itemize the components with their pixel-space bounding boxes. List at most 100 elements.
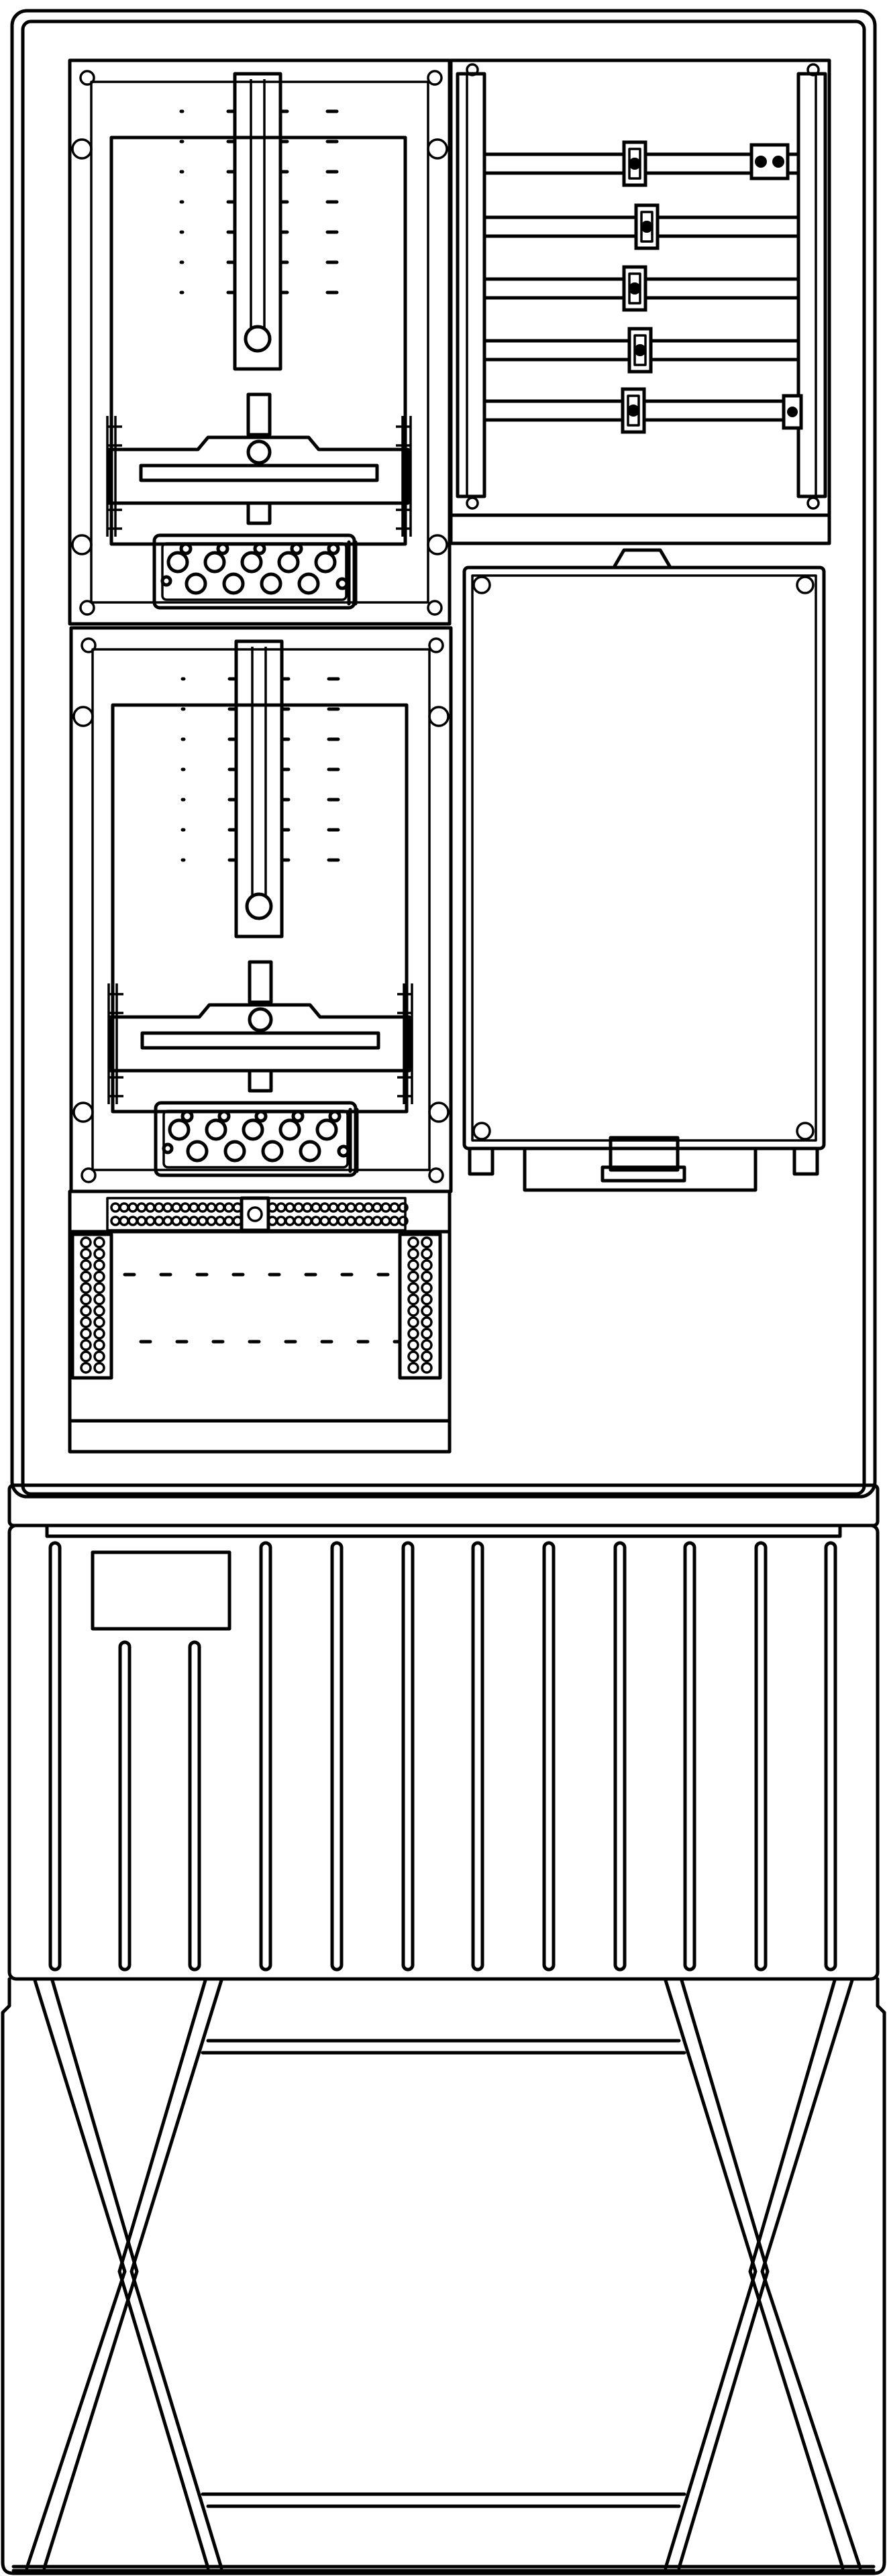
terminal-screw <box>290 542 303 555</box>
vent-slot <box>48 1541 62 1972</box>
strip-terminal <box>328 1216 339 1226</box>
strip-terminal <box>284 1202 295 1213</box>
strip-terminal <box>110 1216 121 1226</box>
strip-terminal <box>311 1216 321 1226</box>
strip-terminal <box>398 1216 409 1226</box>
side-terminal <box>93 1316 105 1328</box>
housing-upper <box>10 9 877 1499</box>
busbar-screw <box>787 407 798 417</box>
side-terminal <box>407 1350 419 1362</box>
strip-terminal <box>206 1202 217 1213</box>
strip-terminal <box>136 1202 147 1213</box>
side-terminal <box>93 1282 105 1294</box>
side-terminal <box>80 1362 92 1374</box>
strip-terminal <box>319 1202 330 1213</box>
side-terminal <box>421 1282 433 1294</box>
terminal-screw <box>180 1110 194 1123</box>
side-terminal <box>421 1248 433 1260</box>
side-terminal <box>93 1350 105 1362</box>
side-terminal <box>421 1328 433 1340</box>
meter-panel-upper <box>68 58 452 626</box>
side-terminal <box>93 1248 105 1260</box>
vent-slot <box>754 1541 768 1972</box>
vent-slot <box>118 1640 132 1972</box>
vent-slot <box>683 1541 696 1972</box>
side-terminal <box>80 1350 92 1362</box>
side-terminal <box>407 1293 419 1305</box>
strip-terminal <box>337 1216 348 1226</box>
vent-slot <box>259 1541 272 1972</box>
terminal-strip-panel <box>68 1189 452 1454</box>
strip-terminal <box>328 1202 339 1213</box>
busbar-panel <box>449 58 831 545</box>
side-terminal <box>80 1259 92 1271</box>
busbar-screw <box>629 282 641 294</box>
terminal-hole <box>260 572 282 595</box>
side-terminal <box>93 1271 105 1283</box>
strip-terminal <box>171 1216 182 1226</box>
terminal-hole <box>240 551 263 574</box>
side-terminal <box>93 1293 105 1305</box>
strip-terminal <box>145 1216 156 1226</box>
strip-terminal <box>398 1202 409 1213</box>
plinth <box>1 1977 886 2575</box>
busbar-screw <box>755 156 767 168</box>
strip-terminal <box>162 1202 173 1213</box>
terminal-hole <box>186 1140 209 1163</box>
strip-terminal <box>319 1216 330 1226</box>
side-terminal <box>93 1259 105 1271</box>
side-terminal <box>407 1328 419 1340</box>
strip-terminal <box>189 1216 199 1226</box>
terminal-hole <box>166 551 189 574</box>
terminal-hole <box>278 1118 301 1141</box>
strip-terminal <box>206 1216 217 1226</box>
strip-terminal <box>363 1216 374 1226</box>
strip-terminal <box>389 1202 400 1213</box>
strip-terminal <box>119 1202 129 1213</box>
strip-terminal <box>180 1216 191 1226</box>
terminal-screw <box>160 575 172 587</box>
terminal-hole <box>277 551 300 574</box>
terminal-hole <box>261 1140 284 1163</box>
strip-terminal <box>223 1202 234 1213</box>
busbar-screw <box>627 405 639 417</box>
terminal-hole <box>242 1118 264 1141</box>
meter-panel-lower <box>69 626 453 1193</box>
strip-terminal <box>337 1202 348 1213</box>
strip-terminal <box>215 1216 225 1226</box>
side-terminal <box>421 1362 433 1374</box>
terminal-hole <box>314 551 337 574</box>
strip-terminal <box>197 1216 208 1226</box>
strip-terminal <box>389 1216 400 1226</box>
strip-terminal <box>302 1216 313 1226</box>
side-terminal <box>93 1328 105 1340</box>
strip-terminal <box>162 1216 173 1226</box>
vent-slot <box>188 1640 201 1972</box>
strip-terminal <box>127 1202 138 1213</box>
terminal-screw <box>335 577 349 590</box>
side-terminal <box>80 1248 92 1260</box>
strip-terminal <box>276 1216 286 1226</box>
terminal-screw <box>217 1110 231 1123</box>
vent-slot <box>471 1541 484 1972</box>
strip-center-screw <box>247 1206 263 1222</box>
vent-slot <box>613 1541 627 1972</box>
strip-terminal <box>284 1216 295 1226</box>
terminal-hole <box>297 572 320 595</box>
terminal-screw <box>291 1110 305 1123</box>
side-terminal <box>407 1271 419 1283</box>
strip-terminal <box>346 1202 356 1213</box>
side-terminal <box>80 1236 92 1248</box>
terminal-hole <box>222 572 245 595</box>
side-terminal <box>80 1305 92 1317</box>
side-terminal <box>93 1362 105 1374</box>
strip-terminal <box>293 1202 304 1213</box>
terminal-hole <box>203 551 226 574</box>
terminal-screw <box>327 542 340 555</box>
vent-slot <box>401 1541 415 1972</box>
strip-terminal <box>372 1202 382 1213</box>
side-terminal <box>407 1236 419 1248</box>
side-terminal <box>80 1282 92 1294</box>
side-terminal <box>421 1305 433 1317</box>
strip-terminal <box>180 1202 191 1213</box>
